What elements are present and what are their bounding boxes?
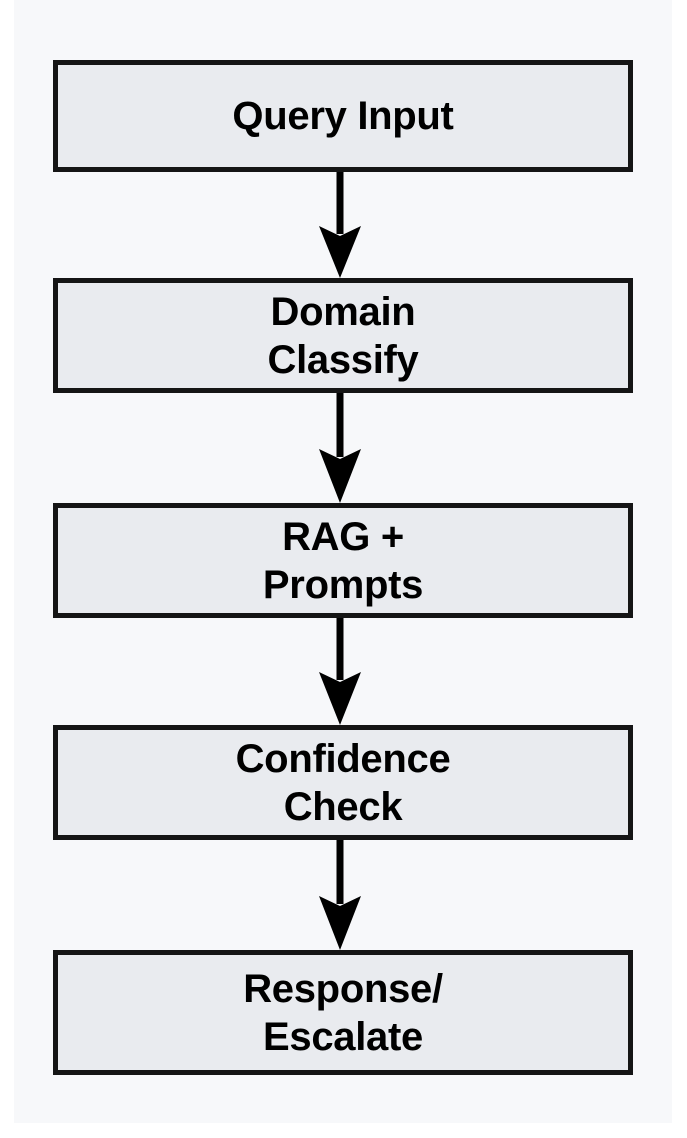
edge-domain-classify-to-rag-prompts	[310, 393, 370, 503]
node-label: Domain Classify	[267, 289, 419, 382]
node-rag-prompts[interactable]: RAG + Prompts	[53, 503, 633, 618]
edge-confidence-check-to-response-escalate	[310, 840, 370, 950]
flowchart-canvas: Query Input Domain Classify RAG + Prompt…	[14, 0, 672, 1123]
arrow-down-icon	[310, 840, 370, 950]
node-label: Confidence Check	[235, 736, 451, 829]
node-response-escalate[interactable]: Response/ Escalate	[53, 950, 633, 1075]
node-domain-classify[interactable]: Domain Classify	[53, 278, 633, 393]
node-label: RAG + Prompts	[262, 514, 424, 607]
node-confidence-check[interactable]: Confidence Check	[53, 725, 633, 840]
arrow-down-icon	[310, 172, 370, 278]
arrow-down-icon	[310, 393, 370, 503]
node-label: Response/ Escalate	[243, 966, 443, 1059]
edge-rag-prompts-to-confidence-check	[310, 618, 370, 725]
arrow-down-icon	[310, 618, 370, 725]
edge-query-input-to-domain-classify	[310, 172, 370, 278]
node-label: Query Input	[232, 94, 454, 138]
node-query-input[interactable]: Query Input	[53, 60, 633, 172]
